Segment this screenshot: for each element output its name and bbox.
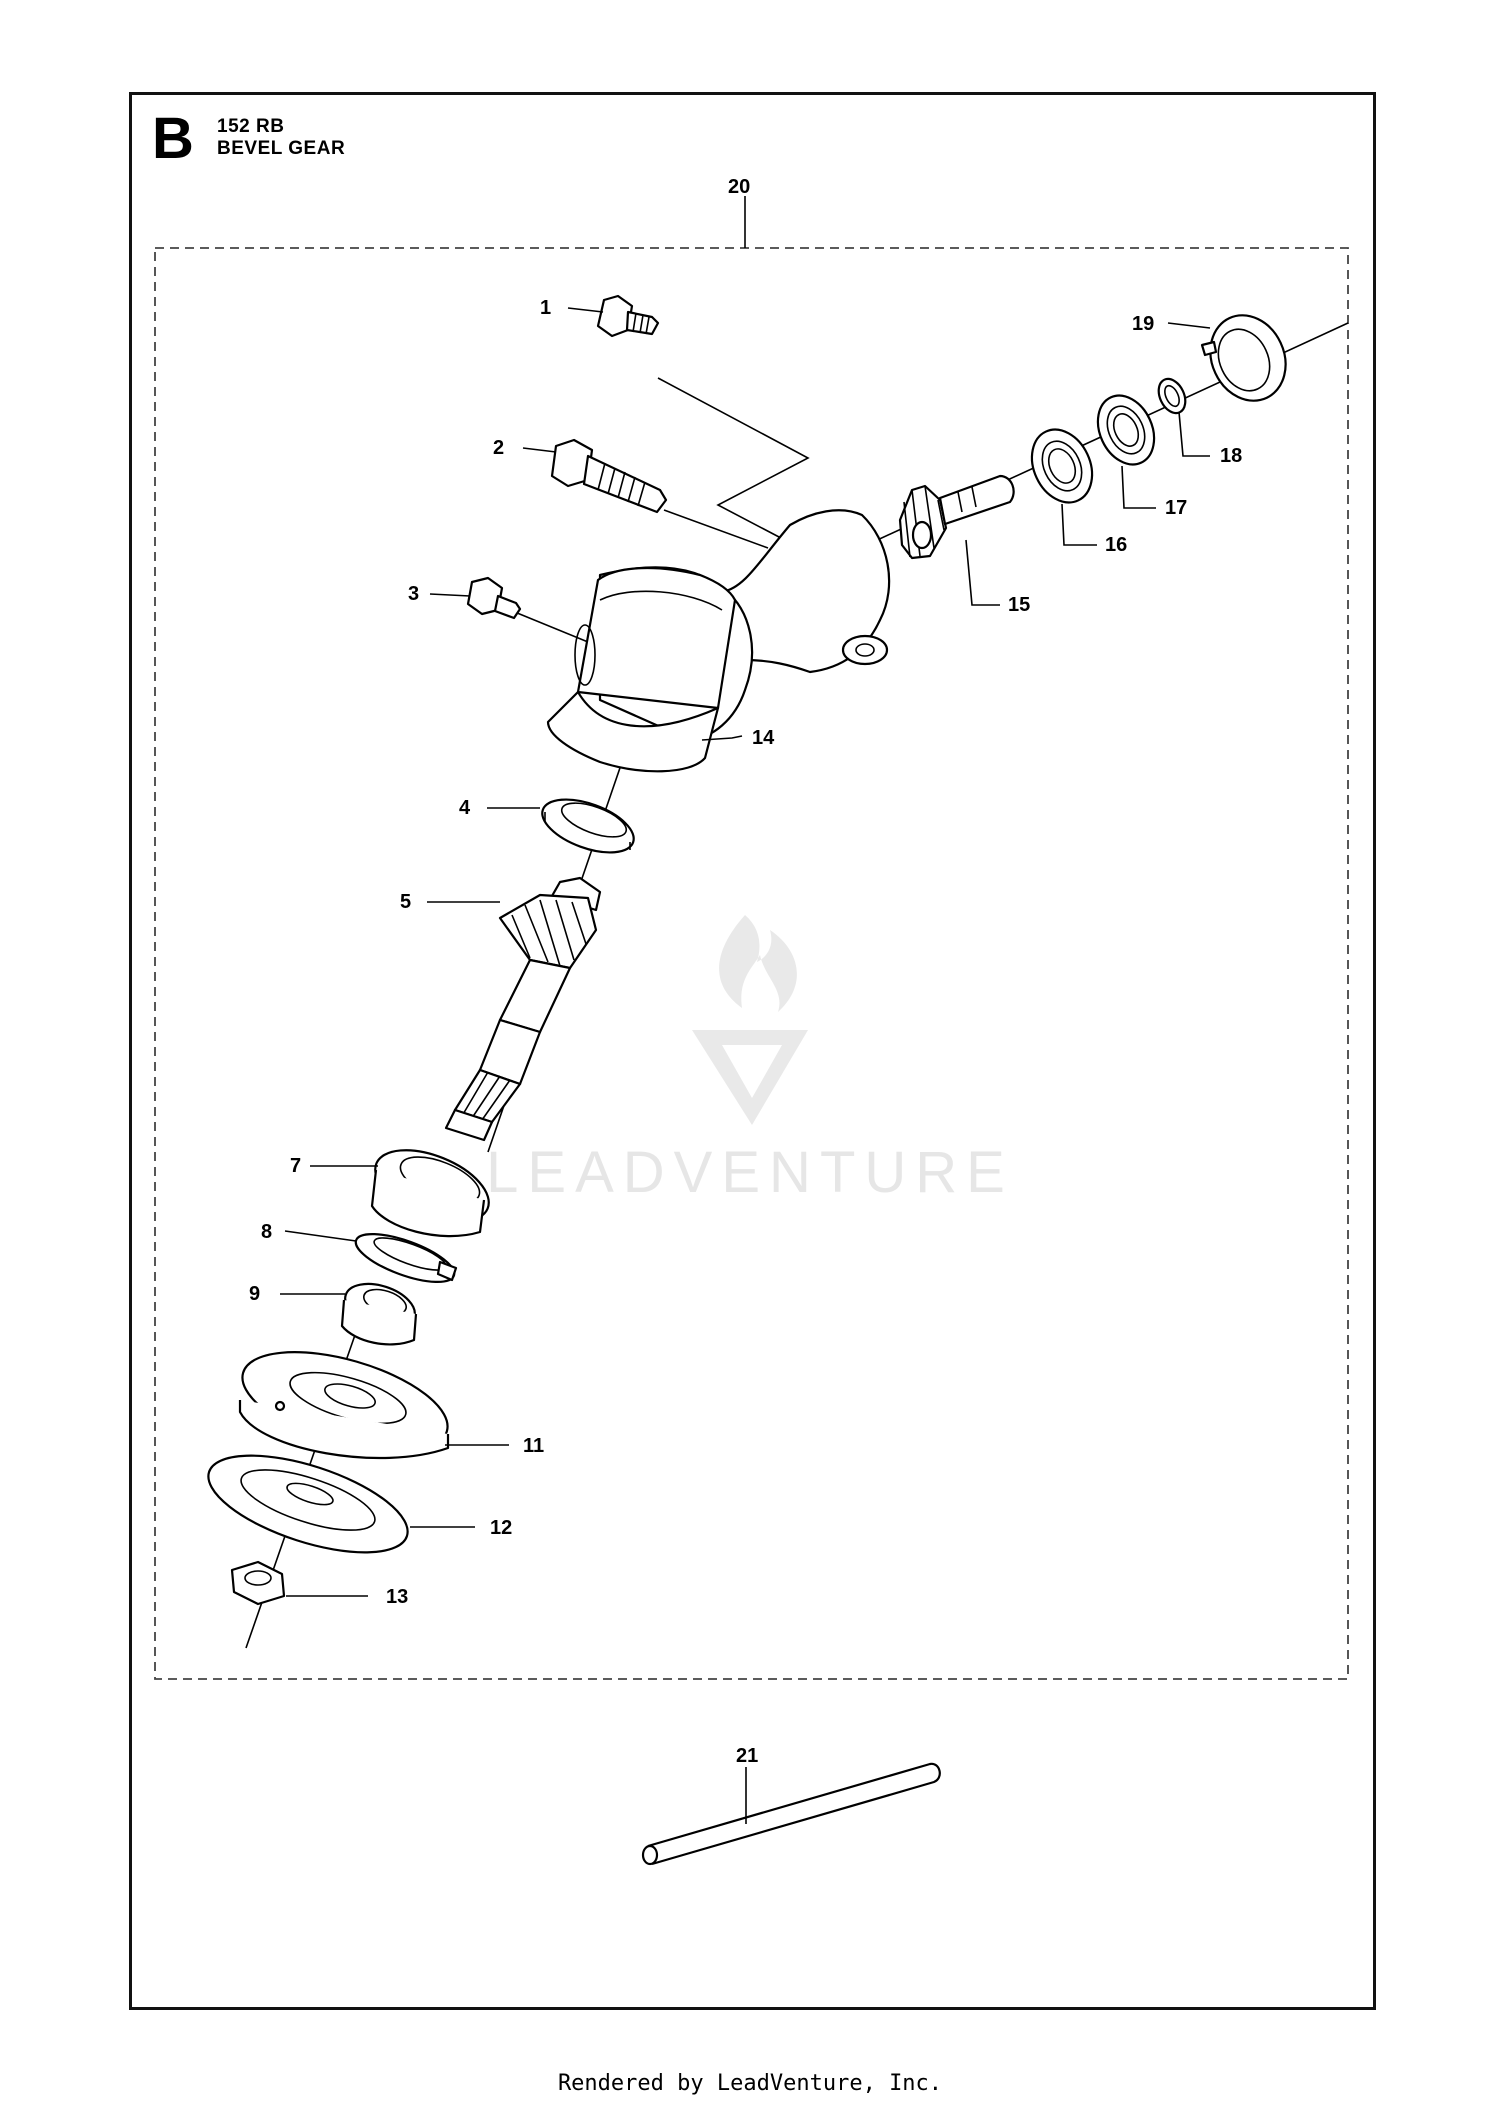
section-letter: B (152, 106, 194, 171)
part-4-bearing (541, 798, 635, 854)
leader-lines (280, 307, 1211, 1597)
callout-14: 14 (752, 727, 775, 749)
callout-19: 19 (1132, 313, 1154, 335)
part-1-bolt (596, 294, 660, 338)
part-2-bolt (550, 438, 668, 514)
part-12-support-cup (207, 1454, 409, 1554)
part-16-bearing (1030, 428, 1094, 504)
callout-3: 3 (408, 583, 419, 605)
bolt-3-path (504, 607, 589, 643)
callout-5: 5 (400, 891, 411, 913)
part-8-circlip (354, 1232, 458, 1284)
model-label: 152 RB (217, 116, 285, 137)
callout-4: 4 (459, 797, 471, 819)
part-7-bearing (370, 1149, 490, 1238)
callout-9: 9 (249, 1283, 260, 1305)
bolt-1-path (657, 377, 810, 549)
diagram-title: BEVEL GEAR (217, 138, 346, 159)
callout-18: 18 (1220, 445, 1242, 467)
callout-21: 21 (736, 1745, 758, 1767)
part-19-retaining-ring (1200, 314, 1287, 402)
part-3-bolt (466, 576, 522, 620)
callout-2: 2 (493, 437, 504, 459)
callout-13: 13 (386, 1586, 408, 1608)
part-11-support-flange (238, 1351, 450, 1460)
bolt-2-path (663, 509, 769, 549)
part-17-bearing (1096, 394, 1156, 466)
callout-8: 8 (261, 1221, 272, 1243)
callout-20: 20 (728, 176, 750, 198)
callout-12: 12 (490, 1517, 512, 1539)
callout-11: 11 (523, 1435, 544, 1457)
part-9-spacer (340, 1282, 418, 1346)
part-14-gear-housing (546, 509, 891, 773)
diagram-frame (129, 92, 1376, 2010)
callout-17: 17 (1165, 497, 1187, 519)
part-13-nut (230, 1560, 286, 1606)
part-15-pinion-gear (898, 474, 1015, 560)
footer-credit: Rendered by LeadVenture, Inc. (557, 2071, 943, 2096)
callout-16: 16 (1105, 534, 1127, 556)
assembly-boundary (154, 247, 1349, 1680)
watermark-logo (692, 915, 808, 1125)
callout-15: 15 (1008, 594, 1030, 616)
part-21-locking-pin (641, 1762, 941, 1866)
callout-7: 7 (290, 1155, 301, 1177)
watermark-text: LEADVENTURE (486, 1140, 1014, 1205)
callout-1: 1 (540, 297, 551, 319)
part-5-spindle-gear (444, 876, 602, 1142)
